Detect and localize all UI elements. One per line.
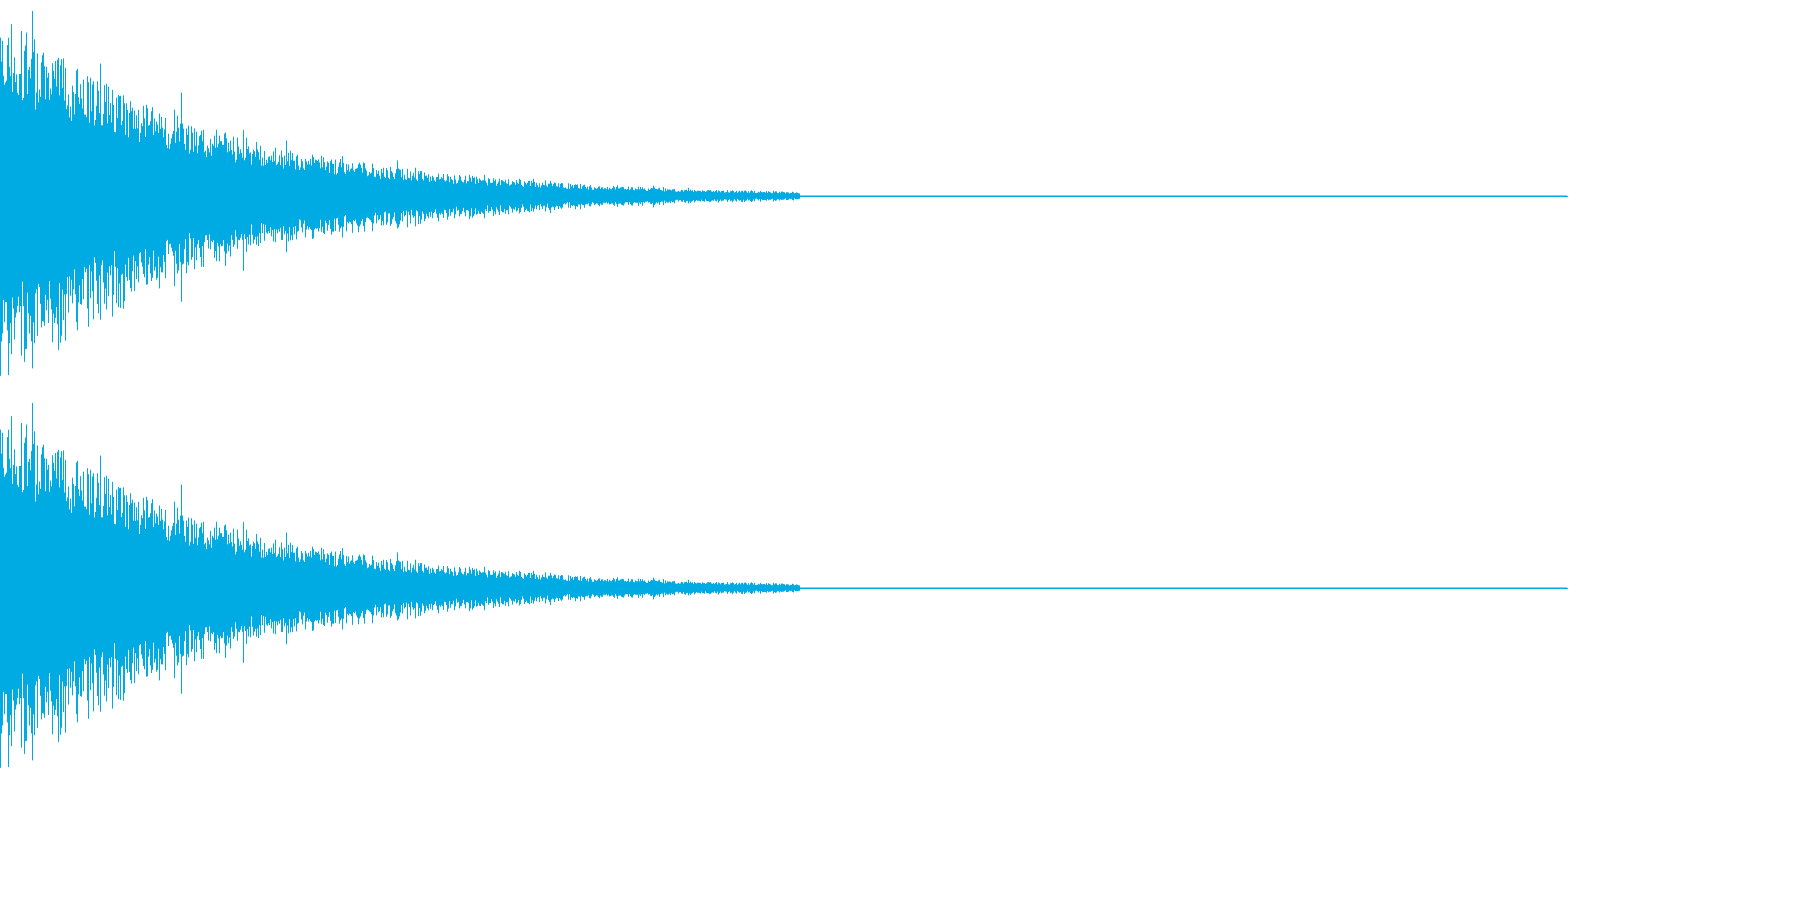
waveform-canvas: [0, 11, 1568, 768]
waveform-view: [0, 11, 1568, 768]
channel-1-peaks: [0, 11, 800, 376]
channel-2-waveform: [0, 403, 1568, 768]
channel-2-peaks: [0, 403, 800, 768]
channel-1-waveform: [0, 11, 1568, 376]
